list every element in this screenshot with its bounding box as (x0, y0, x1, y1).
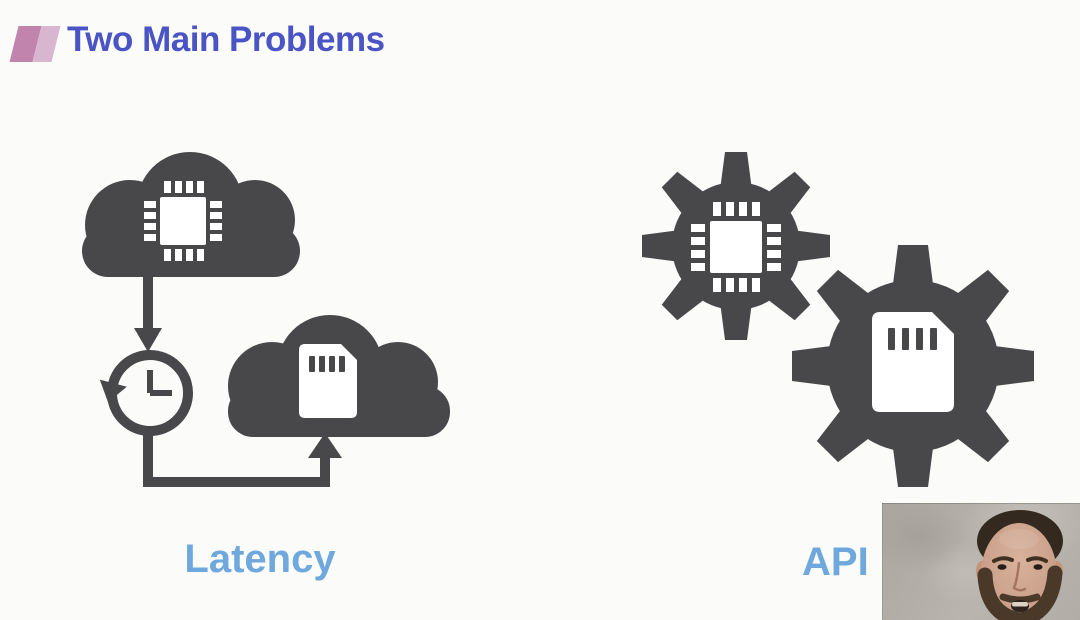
down-arrow-icon (134, 268, 162, 352)
slide-header: Two Main Problems (0, 0, 1080, 80)
gear-cpu-icon (642, 152, 830, 340)
cloud-memory-icon (228, 315, 450, 437)
gear-memory-icon (792, 245, 1034, 487)
webcam-video (882, 503, 1080, 620)
history-clock-icon (99, 350, 193, 436)
presenter-face (976, 510, 1063, 620)
loop-arrow-icon (143, 432, 342, 487)
label-latency: Latency (184, 537, 336, 581)
slide-title: Two Main Problems (67, 20, 385, 59)
label-api: API (802, 540, 869, 584)
cloud-cpu-icon (82, 152, 300, 277)
